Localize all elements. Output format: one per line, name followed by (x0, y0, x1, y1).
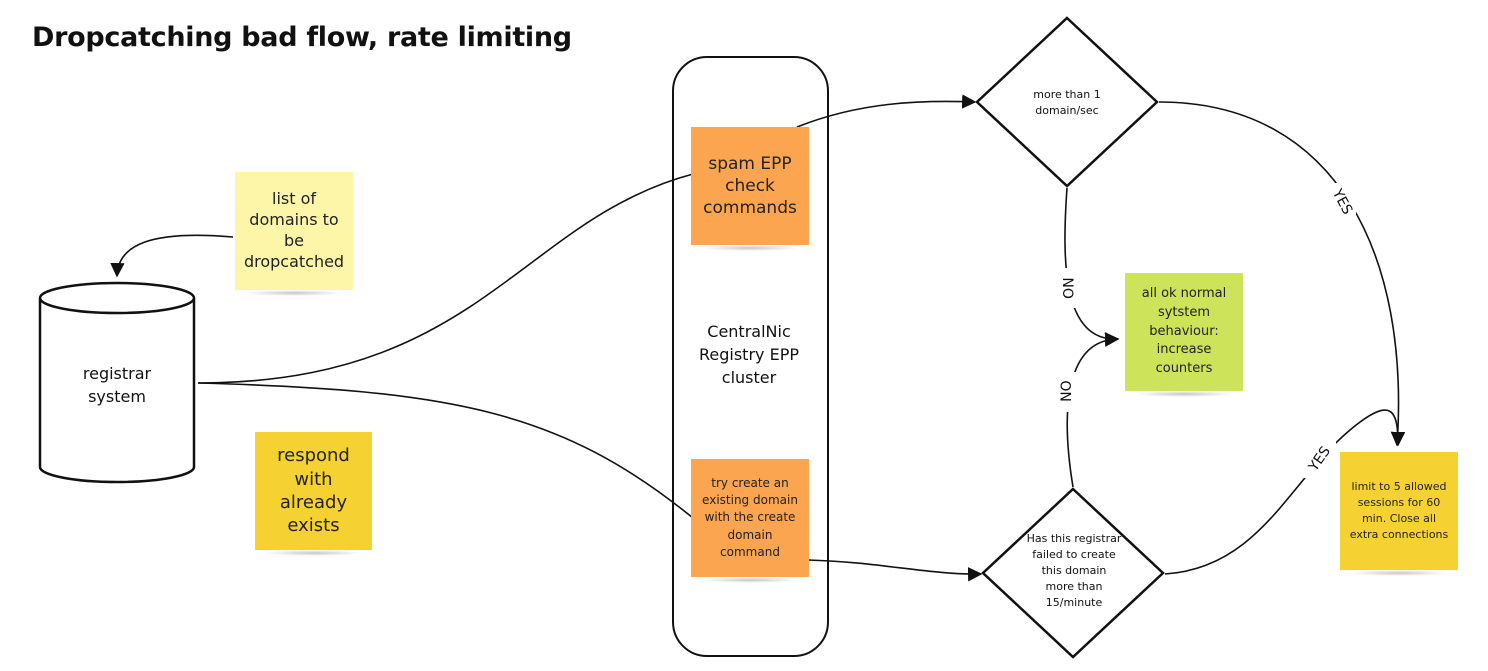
edge-list-to-registrar (110, 234, 234, 278)
registrar-cylinder (38, 281, 196, 484)
edge-rate-no-to-ok (1064, 187, 1120, 347)
cluster-label: CentralNic Registry EPP cluster (699, 322, 799, 388)
diagram-title: Dropcatching bad flow, rate limiting (32, 22, 572, 53)
limit-note: limit to 5 allowed sessions for 60 min. … (1340, 452, 1458, 576)
rate-decision-label: more than 1 domain/sec (1033, 88, 1101, 117)
fail-decision-diamond (981, 487, 1165, 659)
edge-registrar-to-create (197, 382, 694, 519)
edge-fail-no-to-ok (1066, 332, 1120, 488)
edge-create-to-fail (807, 559, 983, 582)
already-exists-note: respond with already exists (255, 432, 372, 556)
no-label-bottom: NO (1058, 380, 1075, 402)
fail-decision-label: Has this registrar failed to create this… (1026, 532, 1122, 609)
edge-registrar-to-spam (197, 173, 694, 384)
registrar-label: registrar system (82, 364, 152, 407)
try-create-note: try create an existing domain with the c… (691, 459, 809, 583)
all-ok-text: all ok normal sytstem behaviour: increas… (1141, 285, 1227, 377)
already-exists-text: respond with already exists (277, 445, 350, 537)
domain-list-note: list of domains to be dropcatched (235, 172, 353, 296)
no-label-top: NO (1059, 277, 1076, 299)
limit-text: limit to 5 allowed sessions for 60 min. … (1349, 480, 1449, 541)
edge-spam-to-rate (796, 94, 977, 128)
rate-decision-diamond (975, 16, 1159, 188)
all-ok-note: all ok normal sytstem behaviour: increas… (1125, 273, 1243, 397)
spam-check-text: spam EPP check commands (703, 153, 797, 219)
domain-list-text: list of domains to be dropcatched (243, 189, 345, 271)
spam-check-note: spam EPP check commands (691, 127, 809, 251)
epp-cluster-container (672, 56, 829, 657)
try-create-text: try create an existing domain with the c… (702, 475, 798, 560)
